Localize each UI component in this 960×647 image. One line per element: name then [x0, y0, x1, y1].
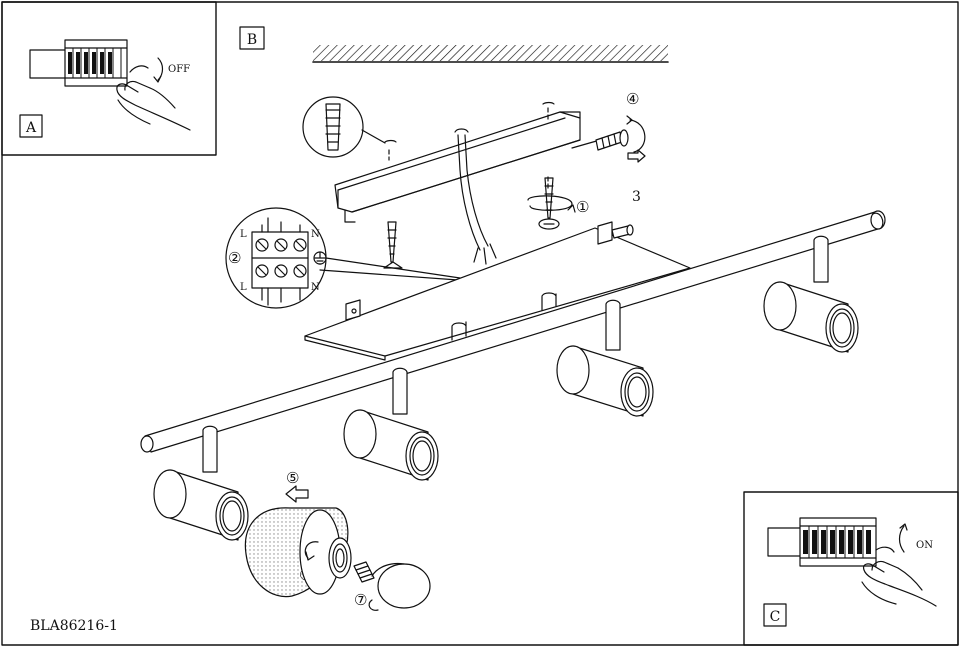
panel-c-letter-box: [763, 603, 787, 627]
remove-arrow-icon: [285, 485, 309, 503]
panel-c: C O: [743, 491, 959, 646]
terminal-l-bottom: L: [240, 282, 247, 293]
spot-mount: [813, 235, 829, 283]
spotlight: [343, 409, 439, 481]
terminal-screw-icon: [255, 238, 307, 278]
spotlight: [556, 345, 654, 417]
step-2-label: ②: [228, 249, 241, 267]
drill-hole: [384, 139, 397, 143]
wall-plug-icon: [302, 96, 386, 158]
panel-c-box: [743, 491, 959, 646]
spot-mount: [392, 367, 408, 415]
panel-a-letter-box: [19, 114, 43, 138]
panel-c-switch-state: ON: [916, 540, 933, 551]
hand-icon: [116, 65, 191, 131]
spot-mount: [605, 299, 621, 351]
pull-arrow-icon: [627, 149, 646, 163]
step-4-label: ④: [626, 90, 639, 108]
spotlight: [153, 469, 249, 541]
panel-a-switch-state: OFF: [168, 64, 190, 75]
panel-a: A OFF: [1, 1, 217, 156]
panel-b-letter: B: [247, 32, 257, 48]
drill-hole: [542, 101, 555, 105]
breaker-box-icon: [29, 39, 128, 87]
lamp-shade: [244, 507, 349, 598]
ceiling-hatch: [313, 45, 668, 61]
step-3-label: 3: [632, 189, 641, 205]
retaining-ring-icon: [328, 537, 352, 579]
screw-icon: [538, 177, 560, 230]
step-7-label: ⑦: [354, 591, 367, 609]
panel-a-letter: A: [25, 120, 37, 136]
screw-icon: [383, 221, 403, 269]
terminal-block-inset: L N L N: [225, 207, 461, 309]
switch-on-arrow-icon: [898, 525, 905, 553]
panel-c-letter: C: [770, 609, 781, 625]
panel-b: B: [239, 26, 669, 63]
step-5-label: ⑤: [286, 469, 299, 487]
hand-icon: [861, 546, 937, 607]
panel-b-letter-box: [239, 26, 265, 50]
rotate-arrow-icon: [629, 119, 646, 153]
spotlight: [763, 281, 859, 353]
track-bar: [140, 210, 886, 453]
canopy-plate: [304, 221, 691, 361]
ground-symbol-icon: [313, 251, 327, 265]
insert-arrow-icon: [368, 599, 379, 611]
terminal-n-bottom: N: [311, 282, 320, 293]
document-code: BLA86216-1: [30, 618, 118, 634]
mounting-bracket: [334, 111, 601, 265]
cable-icon: [457, 134, 481, 251]
spot-mount: [202, 425, 218, 473]
set-screw-icon: [595, 129, 629, 151]
step-1-label: ①: [576, 198, 589, 216]
terminal-n-top: N: [311, 229, 320, 240]
terminal-l-top: L: [240, 229, 247, 240]
rotate-arrow-icon: [527, 195, 573, 211]
panel-a-box: [1, 1, 217, 156]
light-bulb-icon: [353, 561, 431, 609]
breaker-box-icon: [767, 517, 877, 567]
